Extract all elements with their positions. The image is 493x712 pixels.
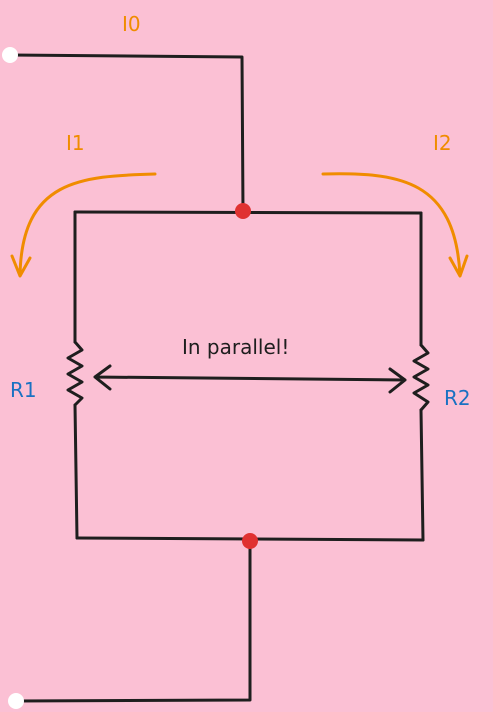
output-terminal [8,693,24,709]
current-label-i2: I2 [433,131,452,155]
current-arrow-i2 [321,172,469,278]
top-junction-dot [235,203,251,219]
parallel-note: In parallel! [182,335,290,359]
resistor-label-r1: R1 [10,378,37,402]
left-branch-wire [73,210,79,540]
input-wire [8,53,245,213]
output-wire [14,539,252,703]
current-arrow-i1 [10,172,157,278]
right-branch-wire [419,211,425,542]
current-label-i0: I0 [122,12,141,36]
parallel-double-arrow [93,364,407,394]
resistor-r2 [412,343,430,412]
bottom-junction-dot [242,533,258,549]
input-terminal [2,47,18,63]
resistor-r1 [66,340,84,407]
current-label-i1: I1 [66,131,85,155]
resistor-label-r2: R2 [444,386,471,410]
